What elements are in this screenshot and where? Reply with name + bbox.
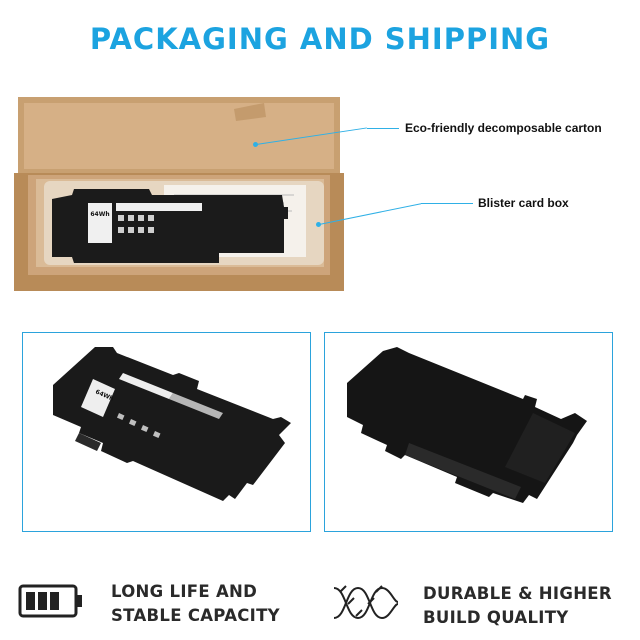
battery-front-image: 64Wh: [53, 347, 291, 501]
battery-back-panel: [324, 332, 613, 532]
feature-long-life: LONG LIFE AND STABLE CAPACITY: [111, 580, 280, 628]
feature-durable-line1: DURABLE & HIGHER: [423, 584, 612, 603]
battery-front-panel: 64Wh: [22, 332, 311, 532]
callout-line-carton-tail: [367, 128, 399, 129]
callout-label-carton: Eco-friendly decomposable carton: [405, 121, 602, 135]
battery-body-front: [53, 347, 291, 501]
callout-dot-carton: [253, 142, 258, 147]
battery-front-sticker: [81, 379, 115, 417]
twisted-wire-icon: [332, 582, 400, 629]
battery-back-image: [347, 347, 587, 503]
battery-in-box: [52, 189, 288, 263]
battery-label-sticker: [88, 203, 112, 243]
callout-dot-blister: [316, 222, 321, 227]
carton-illustration: 64Wh: [14, 97, 344, 291]
feature-durable-line2: BUILD QUALITY: [423, 608, 569, 627]
packaging-photo: 64Wh: [14, 95, 344, 295]
callout-line-blister-tail: [421, 203, 473, 204]
callout-label-blister: Blister card box: [478, 196, 569, 210]
battery-capacity-text: 64Wh: [90, 211, 109, 218]
feature-durable: DURABLE & HIGHER BUILD QUALITY: [423, 582, 612, 630]
battery-top-label: [119, 373, 173, 399]
battery-icon: [18, 583, 86, 624]
feature-long-life-line1: LONG LIFE AND: [111, 582, 258, 601]
feature-long-life-line2: STABLE CAPACITY: [111, 606, 280, 625]
page-headline: PACKAGING AND SHIPPING: [89, 22, 551, 56]
